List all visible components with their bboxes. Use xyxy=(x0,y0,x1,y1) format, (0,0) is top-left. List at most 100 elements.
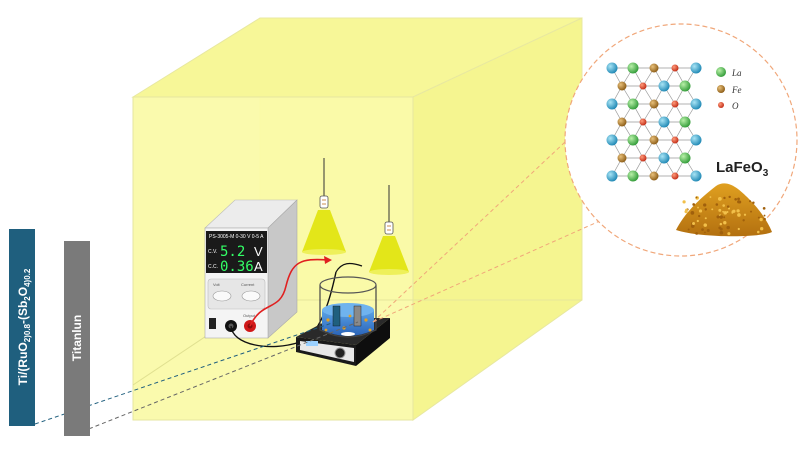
output-label: Output xyxy=(243,313,256,318)
powder-grain xyxy=(690,211,695,215)
powder-grain xyxy=(760,227,764,231)
electrode-cathode xyxy=(353,305,362,327)
volt-knob-label: Volt xyxy=(213,282,221,287)
powder-grain xyxy=(718,208,722,212)
stirrer-knob[interactable] xyxy=(334,347,346,359)
leader-titanium xyxy=(75,321,359,435)
powder-grain xyxy=(748,200,752,203)
powder-grain xyxy=(737,227,740,231)
powder-grain xyxy=(759,217,763,222)
powder-grain xyxy=(709,196,712,199)
lattice-atom-fe xyxy=(617,153,627,163)
powder-grain xyxy=(756,230,760,234)
lattice-atom-blue xyxy=(606,62,618,74)
powder-grain xyxy=(711,208,714,211)
lattice-atom-blue xyxy=(658,80,670,92)
lattice-atom-la xyxy=(627,134,639,146)
powder-grain xyxy=(687,228,690,231)
legend-la-swatch xyxy=(716,67,726,77)
lattice-atom-la xyxy=(627,98,639,110)
lamp-shade xyxy=(369,236,409,272)
lattice-atom-o xyxy=(671,64,679,72)
powder-grain xyxy=(742,219,745,222)
powder-grain xyxy=(682,200,686,204)
power-switch[interactable] xyxy=(209,318,216,329)
powder-grain xyxy=(716,215,720,219)
current-knob-text: Current xyxy=(241,282,255,287)
powder-grain xyxy=(719,230,724,235)
crystal-lattice xyxy=(606,62,702,182)
lattice-atom-la xyxy=(627,62,639,74)
powder-grain xyxy=(727,207,731,210)
lattice-atom-blue xyxy=(690,62,702,74)
powder-grain xyxy=(752,201,755,205)
legend-fe-label: Fe xyxy=(731,85,742,95)
powder-grain xyxy=(706,228,710,232)
lattice-atom-la xyxy=(679,80,691,92)
powder-grain xyxy=(701,228,704,231)
powder-grain xyxy=(695,232,698,235)
stir-bar xyxy=(341,332,355,336)
psu-model: PS-3005-M 0-30 V 0-5 A xyxy=(209,234,264,240)
lattice-atom-blue xyxy=(690,98,702,110)
powder-grain xyxy=(757,216,760,219)
lattice-atom-o xyxy=(639,154,647,162)
legend-fe-swatch xyxy=(717,85,725,93)
psu-display xyxy=(206,231,267,273)
catalyst-formula: LaFeO3 xyxy=(716,159,769,179)
volt-knob[interactable] xyxy=(212,290,232,302)
powder-grain xyxy=(703,223,708,227)
powder-grain xyxy=(719,222,723,226)
powder-grain xyxy=(692,203,696,206)
lattice-atom-fe xyxy=(649,99,659,109)
leader-catalyst-top xyxy=(372,127,581,323)
red-wire-arrow xyxy=(324,256,332,264)
psu-control-panel xyxy=(207,278,266,310)
powder-grain xyxy=(737,197,740,201)
voltage-reading: 5.2 xyxy=(220,244,245,260)
lattice-atom-la xyxy=(627,170,639,182)
lattice-atom-fe xyxy=(649,135,659,145)
powder-grain xyxy=(685,208,688,212)
red-wire xyxy=(249,258,329,327)
legend-o-label: O xyxy=(732,101,739,111)
powder-grain xyxy=(704,217,707,220)
lattice-atom-blue xyxy=(658,152,670,164)
lamp-shade xyxy=(302,210,346,252)
voltage-unit: V xyxy=(254,244,263,259)
lattice-atom-la xyxy=(679,116,691,128)
current-reading: 0.36 xyxy=(220,259,254,275)
powder-grain xyxy=(695,196,698,199)
powder-grain xyxy=(719,227,723,231)
powder-grain xyxy=(734,197,737,201)
powder-grain xyxy=(726,205,730,208)
powder-grain xyxy=(762,207,766,210)
powder-grain xyxy=(704,231,706,234)
cc-label: C.C. xyxy=(208,264,218,270)
lattice-atom-o xyxy=(639,118,647,126)
catalyst-powder xyxy=(676,183,772,237)
powder-grain xyxy=(723,216,726,219)
powder-grain xyxy=(722,204,725,207)
titanium-electrode-label: Titanlun xyxy=(70,315,84,361)
powder-grain xyxy=(697,206,699,209)
lattice-atom-blue xyxy=(606,170,618,182)
powder-grain xyxy=(726,225,730,230)
powder-grain xyxy=(723,221,727,225)
cv-label: C.V. xyxy=(208,249,217,255)
lattice-atom-fe xyxy=(617,117,627,127)
current-knob[interactable] xyxy=(241,290,261,302)
legend: La Fe O xyxy=(716,67,742,111)
lattice-atom-o xyxy=(671,172,679,180)
powder-grain xyxy=(715,203,719,206)
lattice-atom-blue xyxy=(690,170,702,182)
lattice-atom-blue xyxy=(658,116,670,128)
powder-grain xyxy=(763,217,766,221)
lattice-atom-fe xyxy=(617,81,627,91)
beaker xyxy=(319,276,377,338)
powder-grain xyxy=(743,213,747,216)
black-wire-lead xyxy=(335,262,363,273)
lattice-atom-blue xyxy=(606,98,618,110)
catalyst-zoom: La Fe O LaFeO3 xyxy=(564,23,798,257)
